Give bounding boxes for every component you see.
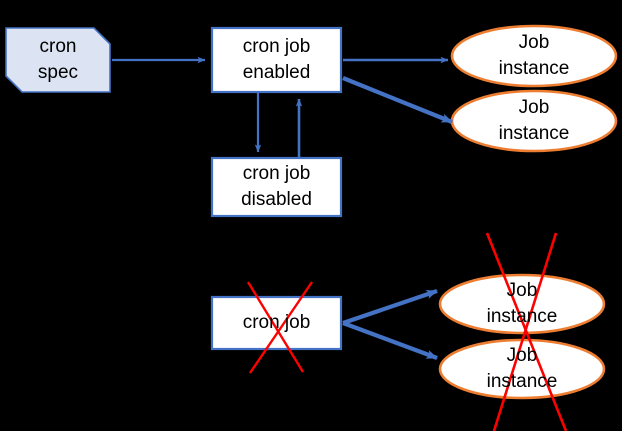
edge-deleted-to-instance-3-line: [342, 289, 438, 325]
job-instance-1-shape: [450, 24, 618, 88]
node-job-instance-4[interactable]: [438, 338, 606, 400]
strike-out-cron-job-line-1: [246, 281, 305, 373]
cron-spec-shape: [5, 27, 111, 93]
edge-enabled-to-instance-2: [342, 76, 453, 124]
strike-out-job-instances-line-2: [492, 232, 558, 431]
edge-enabled-to-instance-2-line: [342, 76, 453, 124]
strike-out-cron-job: [246, 281, 313, 374]
edge-deleted-to-instance-3: [342, 289, 438, 325]
node-cron-job-enabled[interactable]: [210, 26, 343, 94]
cron-job-enabled-shape: [210, 26, 343, 94]
job-instance-3-shape: [438, 273, 606, 335]
cron-job-deleted-shape: [210, 295, 343, 351]
node-cron-job-disabled[interactable]: [210, 156, 343, 218]
node-cron-spec[interactable]: [5, 27, 111, 93]
job-instance-2-shape: [450, 89, 618, 153]
edge-deleted-to-instance-4: [342, 321, 438, 360]
strike-out-cron-job-line-2: [249, 281, 313, 374]
cron-job-disabled-shape: [210, 156, 343, 218]
node-job-instance-3[interactable]: [438, 273, 606, 335]
job-instance-4-shape: [438, 338, 606, 400]
node-job-instance-2[interactable]: [450, 89, 618, 153]
edge-deleted-to-instance-4-line: [342, 321, 438, 360]
strike-out-job-instances: [485, 232, 568, 431]
node-cron-job-deleted[interactable]: [210, 295, 343, 351]
node-job-instance-1[interactable]: [450, 24, 618, 88]
strike-out-job-instances-line-1: [485, 232, 568, 431]
